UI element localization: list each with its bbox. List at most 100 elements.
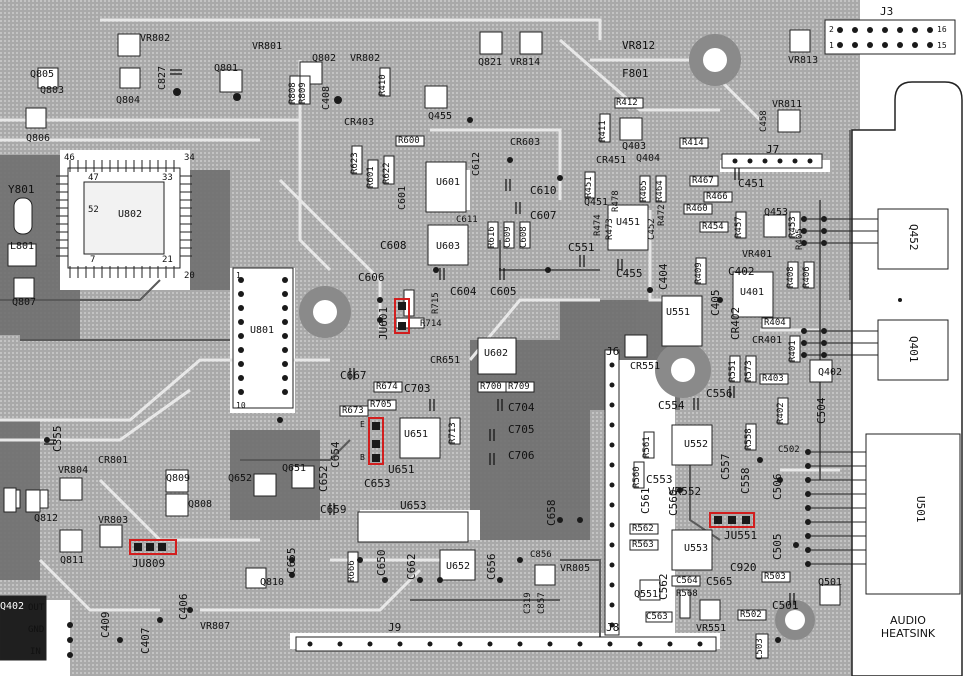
ref-u801: U801: [250, 325, 275, 336]
pin-b: B: [360, 453, 365, 462]
ref-q551: Q551: [634, 589, 659, 600]
ref-r619: C608: [519, 226, 529, 248]
ref-q805: Q805: [30, 69, 55, 80]
ref-r467: R467: [692, 176, 714, 186]
ref-q402b: Q402: [0, 601, 25, 612]
ref-r410: R410: [378, 74, 388, 96]
traces: [0, 18, 840, 612]
ref-c607: C607: [530, 209, 557, 222]
ref-c553: C553: [646, 473, 673, 486]
ref-c506: C506: [771, 473, 784, 501]
ref-c705: C705: [508, 423, 535, 436]
ref-u451: U451: [616, 217, 641, 228]
ref-r808: R808: [288, 82, 298, 104]
ref-r478: R478: [611, 190, 621, 212]
ref-q651: Q651: [282, 463, 307, 474]
ref-r402: R402: [776, 402, 786, 424]
pin-u801-10: 10: [236, 401, 246, 410]
ref-c505: C505: [771, 533, 784, 561]
ref-q501: Q501: [818, 577, 843, 588]
ref-r623: R623: [350, 152, 360, 174]
ref-vr802: VR802: [140, 33, 171, 44]
ref-vr401: VR401: [742, 249, 773, 260]
ref-q455: Q455: [428, 111, 453, 122]
ref-r705: R705: [370, 400, 392, 410]
ref-r406: R406: [802, 266, 812, 288]
ref-r409: R409: [694, 262, 704, 284]
pin-20: 20: [184, 271, 195, 281]
ref-c704: C704: [508, 401, 535, 414]
ref-r673: R673: [342, 406, 364, 416]
heatsink-devices: [865, 208, 961, 595]
heatsink-leads: [804, 218, 878, 565]
ref-c608: C608: [380, 239, 407, 252]
pin-j3-16: 16: [937, 25, 947, 34]
ref-q811: Q811: [60, 555, 85, 566]
pin-out: OUT: [28, 603, 45, 613]
ref-c558: C558: [739, 467, 752, 495]
ref-q807: Q807: [12, 297, 37, 308]
ref-c355: C355: [51, 425, 64, 453]
ref-cr801: CR801: [98, 455, 129, 466]
ref-r809: R809: [298, 82, 308, 104]
ref-r465: R465: [639, 180, 649, 202]
ref-vr801: VR801: [252, 41, 283, 52]
ref-r622: R622: [382, 162, 392, 184]
ref-q453: Q453: [764, 207, 789, 218]
ref-vr812: VR812: [622, 39, 656, 52]
ref-c857: C857: [537, 592, 547, 614]
pin-46: 46: [64, 153, 75, 163]
ref-r560: R560: [632, 466, 642, 488]
ref-c404: C404: [657, 263, 670, 291]
ref-c827: C827: [157, 65, 168, 90]
pin-52: 52: [88, 205, 99, 215]
ref-q401: Q401: [907, 336, 920, 363]
ref-u652: U652: [446, 561, 471, 572]
ref-q802: Q802: [312, 53, 337, 64]
mounting-holes: [299, 34, 815, 640]
ref-ju601: JU601: [377, 306, 390, 340]
jumper-highlight-ju601: [394, 298, 410, 334]
ref-u602: U602: [484, 348, 509, 359]
ref-c856: C856: [530, 550, 552, 560]
ref-q804: Q804: [116, 95, 141, 106]
ref-vr804: VR804: [58, 465, 89, 476]
ref-u651b: U651: [388, 463, 415, 476]
ref-r472: R472: [657, 204, 667, 226]
ref-r466: R466: [706, 192, 728, 202]
ref-r457: R457: [734, 216, 744, 238]
ref-r451: R451: [584, 176, 594, 198]
ref-r408: R408: [786, 266, 796, 288]
ref-c451: C451: [738, 177, 765, 190]
ref-c504: C504: [815, 397, 828, 425]
ref-r601: R601: [366, 166, 376, 188]
ref-c605: C605: [490, 285, 517, 298]
ref-r600: R600: [398, 136, 420, 146]
ref-c604: C604: [450, 285, 477, 298]
ref-ju551: JU551: [724, 529, 758, 542]
ref-c920: C920: [730, 561, 757, 574]
ref-r558: R558: [744, 428, 754, 450]
ref-r404: R404: [764, 318, 786, 328]
heatsink-caption-line2: HEATSINK: [880, 627, 936, 640]
ref-u802: U802: [118, 209, 143, 220]
ref-u553: U553: [684, 543, 709, 554]
ref-vr551: VR551: [696, 623, 727, 634]
ref-c319: C319: [523, 592, 533, 614]
ref-c455: C455: [616, 267, 643, 280]
pin-j3-1: 1: [829, 41, 834, 50]
ref-c601: C601: [397, 185, 408, 210]
ref-cr403: CR403: [344, 117, 375, 128]
ref-r403: R403: [762, 374, 784, 384]
ref-c562: C562: [657, 573, 670, 601]
ref-f801: F801: [622, 67, 649, 80]
ref-r503: R503: [764, 572, 786, 582]
ref-r573: R573: [744, 360, 754, 382]
ref-q452: Q452: [907, 224, 920, 251]
ic-u802-pins: [56, 160, 192, 278]
pin-u801-1: 1: [236, 271, 241, 280]
crystal-y801: [7, 197, 37, 267]
passive-symbols: [44, 69, 795, 605]
ref-r709: R709: [508, 382, 530, 392]
